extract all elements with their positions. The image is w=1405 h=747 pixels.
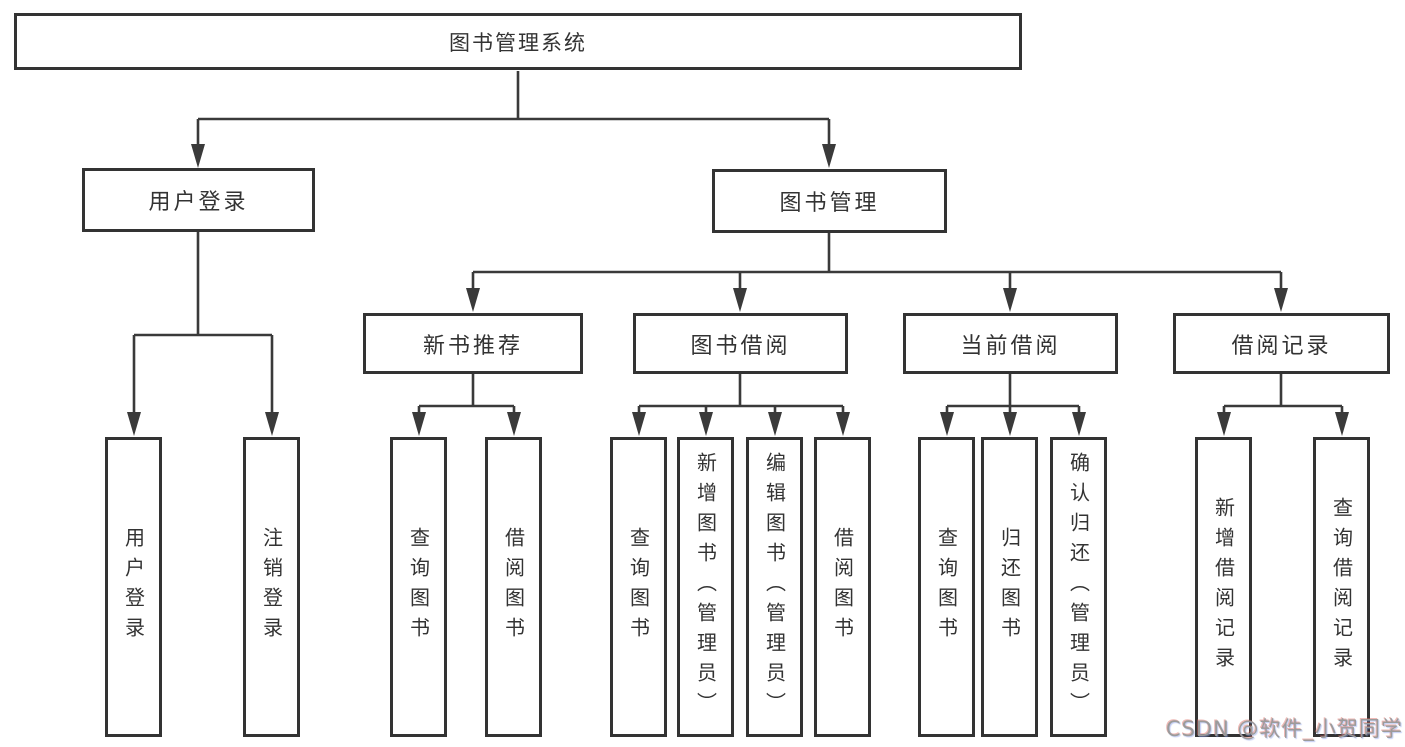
arrowhead-icon (127, 412, 141, 436)
leaf-borrow-add-books-admin-label: 新增图书（管理员） (693, 452, 718, 722)
leaf-borrow-edit-books-admin-label: 编辑图书（管理员） (762, 452, 787, 722)
node-current-borrow-label: 当前借阅 (960, 333, 1061, 359)
arrowhead-icon (733, 288, 747, 312)
arrowhead-icon (1217, 412, 1231, 436)
arrowhead-icon (1335, 412, 1349, 436)
node-user-login: 用户登录 (82, 168, 315, 232)
leaf-records-add-record-label: 新增借阅记录 (1211, 497, 1236, 677)
leaf-records-add-record: 新增借阅记录 (1195, 437, 1252, 737)
leaf-recommend-borrow-books: 借阅图书 (485, 437, 542, 737)
arrowhead-icon (1003, 288, 1017, 312)
arrowhead-icon (1003, 412, 1017, 436)
leaf-current-confirm-return-admin: 确认归还（管理员） (1050, 437, 1107, 737)
node-root: 图书管理系统 (14, 13, 1022, 70)
node-new-book-recommend: 新书推荐 (363, 313, 583, 374)
arrowhead-icon (768, 412, 782, 436)
arrowhead-icon (412, 412, 426, 436)
leaf-borrow-query-books: 查询图书 (610, 437, 667, 737)
arrowhead-icon (466, 288, 480, 312)
node-user-login-label: 用户登录 (148, 190, 249, 215)
node-book-management-label: 图书管理 (779, 191, 880, 216)
leaf-logout: 注销登录 (243, 437, 300, 737)
node-borrow-records: 借阅记录 (1173, 313, 1390, 374)
connector-borrow-to-leaves (637, 374, 845, 413)
connector-root-to-level2 (196, 71, 831, 145)
connector-current-to-leaves (945, 374, 1081, 413)
node-book-management: 图书管理 (712, 169, 947, 233)
node-book-borrow: 图书借阅 (633, 313, 848, 374)
arrowhead-icon (699, 412, 713, 436)
leaf-borrow-borrow-books-label: 借阅图书 (830, 527, 855, 647)
leaf-user-login: 用户登录 (105, 437, 162, 737)
leaf-logout-label: 注销登录 (259, 527, 284, 647)
leaf-recommend-query-books-label: 查询图书 (406, 527, 431, 647)
connector-records-to-leaves (1222, 374, 1344, 413)
arrowhead-icon (1072, 412, 1086, 436)
leaf-records-query-record: 查询借阅记录 (1313, 437, 1370, 737)
arrowhead-icon (822, 144, 836, 168)
connector-user-login-to-leaves (132, 232, 274, 413)
node-current-borrow: 当前借阅 (903, 313, 1118, 374)
arrowhead-icon (940, 412, 954, 436)
leaf-current-query-books-label: 查询图书 (934, 527, 959, 647)
leaf-current-query-books: 查询图书 (918, 437, 975, 737)
leaf-current-return-books-label: 归还图书 (997, 527, 1022, 647)
node-book-borrow-label: 图书借阅 (690, 333, 791, 359)
connector-book-management-to-level3 (471, 233, 1283, 289)
connector-recommend-to-leaves (417, 374, 516, 413)
node-new-book-recommend-label: 新书推荐 (422, 333, 523, 359)
leaf-borrow-add-books-admin: 新增图书（管理员） (677, 437, 734, 737)
leaf-recommend-query-books: 查询图书 (390, 437, 447, 737)
leaf-current-return-books: 归还图书 (981, 437, 1038, 737)
leaf-user-login-label: 用户登录 (121, 527, 146, 647)
arrowhead-icon (265, 412, 279, 436)
arrowhead-icon (507, 412, 521, 436)
node-root-label: 图书管理系统 (449, 30, 587, 55)
leaf-recommend-borrow-books-label: 借阅图书 (501, 527, 526, 647)
leaf-borrow-edit-books-admin: 编辑图书（管理员） (746, 437, 803, 737)
leaf-current-confirm-return-admin-label: 确认归还（管理员） (1066, 452, 1091, 722)
arrowhead-icon (836, 412, 850, 436)
arrowhead-icon (191, 144, 205, 168)
leaf-borrow-query-books-label: 查询图书 (626, 527, 651, 647)
watermark: CSDN @软件_小贺同学 (1165, 717, 1403, 741)
arrowhead-icon (632, 412, 646, 436)
node-borrow-records-label: 借阅记录 (1231, 333, 1332, 359)
leaf-records-query-record-label: 查询借阅记录 (1329, 497, 1354, 677)
leaf-borrow-borrow-books: 借阅图书 (814, 437, 871, 737)
arrowhead-icon (1274, 288, 1288, 312)
